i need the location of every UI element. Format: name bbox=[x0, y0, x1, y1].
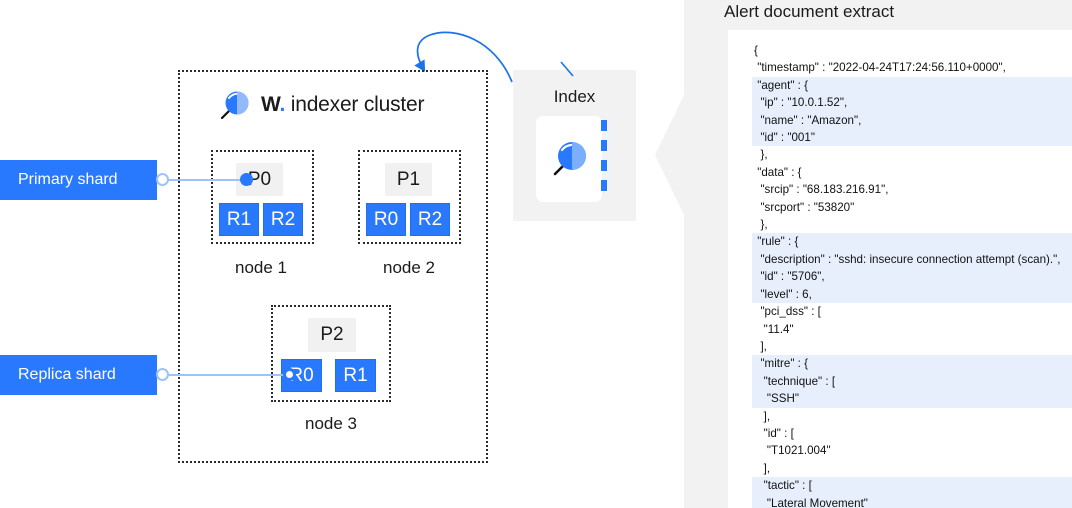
json-line: "T1021.004" bbox=[754, 444, 831, 458]
replica-shard-endpoint-dot bbox=[283, 368, 296, 381]
json-line: }, bbox=[754, 218, 768, 232]
replica-tag-connector-ring bbox=[156, 368, 169, 381]
cluster-heading: W. indexer cluster bbox=[218, 88, 425, 122]
json-line: "srcport" : "53820" bbox=[754, 200, 855, 214]
cluster-title-text: indexer cluster bbox=[290, 93, 425, 116]
json-line: "technique" : [ bbox=[752, 372, 1072, 391]
cluster-title: W. indexer cluster bbox=[261, 93, 425, 117]
index-label: Index bbox=[553, 87, 596, 106]
node-3-box bbox=[271, 305, 391, 402]
json-line: "Lateral Movement" bbox=[752, 494, 1072, 508]
json-line: "level" : 6, bbox=[752, 285, 1072, 304]
shard-r2-node1[interactable]: R2 bbox=[263, 203, 303, 236]
shard-p2[interactable]: P2 bbox=[308, 318, 356, 352]
node-2-box bbox=[358, 150, 461, 244]
json-line: "tactic" : [ bbox=[752, 477, 1072, 495]
wazuh-logo-icon bbox=[549, 137, 591, 179]
primary-shard-endpoint-dot bbox=[240, 173, 253, 186]
primary-shard-tag[interactable]: Primary shard bbox=[0, 160, 157, 200]
shard-r0-node3[interactable]: R0 bbox=[281, 359, 322, 392]
json-line: { bbox=[754, 44, 758, 57]
alert-document-title: Alert document extract bbox=[724, 2, 895, 21]
json-line: "name" : "Amazon", bbox=[752, 111, 1072, 130]
primary-shard-connector bbox=[157, 179, 247, 181]
node-2-label: node 2 bbox=[383, 258, 435, 277]
replica-shard-connector bbox=[157, 374, 289, 376]
json-line: "rule" : { bbox=[752, 233, 1072, 251]
shard-r0-node2[interactable]: R0 bbox=[366, 203, 406, 236]
json-line: "ip" : "10.0.1.52", bbox=[752, 94, 1072, 112]
node-3-label: node 3 bbox=[305, 414, 357, 433]
primary-tag-connector-ring bbox=[156, 173, 169, 186]
json-line: "data" : { bbox=[754, 165, 802, 179]
json-line: ], bbox=[754, 409, 771, 423]
json-line: "pci_dss" : [ bbox=[754, 305, 821, 319]
index-tab-mark bbox=[601, 140, 607, 151]
json-line: ], bbox=[754, 339, 767, 353]
json-line: }, bbox=[754, 148, 768, 162]
json-line: "description" : "sshd: insecure connecti… bbox=[752, 250, 1072, 269]
indexer-cluster-box bbox=[178, 70, 488, 463]
shard-r1-node3[interactable]: R1 bbox=[335, 359, 376, 392]
shard-p1[interactable]: P1 bbox=[385, 163, 432, 196]
json-line: "SSH" bbox=[752, 390, 1072, 408]
index-tab-mark bbox=[601, 160, 607, 171]
brand-dot: . bbox=[279, 93, 286, 116]
json-line: "agent" : { bbox=[752, 76, 1072, 95]
json-line: ], bbox=[754, 461, 771, 475]
index-tab-mark bbox=[601, 120, 607, 131]
json-line: "srcip" : "68.183.216.91", bbox=[754, 183, 889, 197]
brand-w: W bbox=[261, 93, 280, 116]
node-1-box bbox=[211, 150, 314, 244]
index-card[interactable] bbox=[536, 116, 602, 202]
left-pointing-arrow-icon bbox=[655, 95, 684, 215]
replica-shard-tag[interactable]: Replica shard bbox=[0, 355, 157, 395]
json-line: "11.4" bbox=[754, 322, 794, 336]
alert-json-body: { "timestamp" : "2022-04-24T17:24:56.110… bbox=[752, 42, 1072, 508]
json-line: "timestamp" : "2022-04-24T17:24:56.110+0… bbox=[754, 61, 1006, 75]
node-1-label: node 1 bbox=[235, 258, 287, 277]
json-line: "id" : [ bbox=[754, 426, 794, 440]
wazuh-logo-icon bbox=[218, 88, 252, 122]
shard-r1-node1[interactable]: R1 bbox=[219, 203, 259, 236]
json-line: "id" : "001" bbox=[752, 129, 1072, 147]
shard-r2-node2[interactable]: R2 bbox=[410, 203, 450, 236]
index-tab-strip bbox=[601, 120, 607, 192]
index-tab-mark bbox=[601, 180, 607, 191]
json-line: "mitre" : { bbox=[752, 355, 1072, 373]
json-line: "id" : "5706", bbox=[752, 268, 1072, 286]
